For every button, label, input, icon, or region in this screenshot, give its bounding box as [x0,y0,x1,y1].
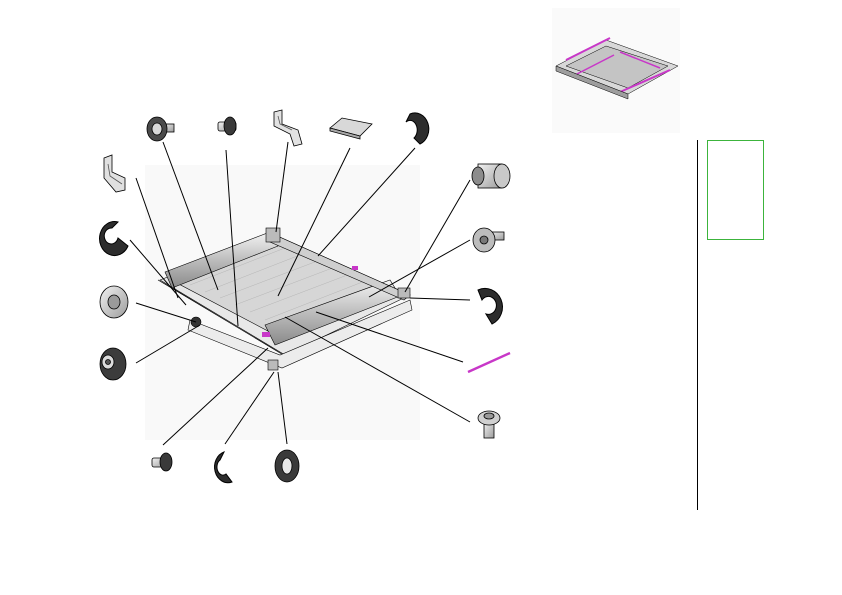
pin-top-2-part [217,116,237,136]
frame-bracket-c [267,359,279,371]
frame-bracket-a [265,227,281,243]
overview-thumbnail [552,8,680,133]
leader-lines [129,141,471,446]
magenta-mark-front [262,332,270,337]
screw-top-1-part [146,116,175,142]
e-ring-bottom-part [214,451,233,484]
bushing-right-part [471,163,511,189]
e-ring-right-part [477,287,503,325]
screw-bottom-right-part [477,410,501,439]
front-frame [187,299,413,369]
belt-texture [189,245,366,321]
frame-bracket-b [397,287,411,299]
magenta-shaft-part [467,351,511,374]
main-assembly [145,165,420,440]
magenta-mark-back [352,266,358,270]
gear-left-part [99,347,127,381]
pin-bottom-part [151,452,173,472]
bushing-left-part [99,285,129,319]
e-ring-top-5-part [405,112,430,145]
back-roller [164,231,279,289]
e-ring-left-part [99,221,129,257]
bracket-left-part [103,154,126,193]
pad-top-4-part [329,117,373,140]
vertical-divider [697,140,698,510]
screw-right-part [472,227,505,253]
washer-bottom-part [274,449,300,483]
bracket-top-3-part [273,109,303,147]
thumbnail-panel[interactable] [707,140,764,240]
